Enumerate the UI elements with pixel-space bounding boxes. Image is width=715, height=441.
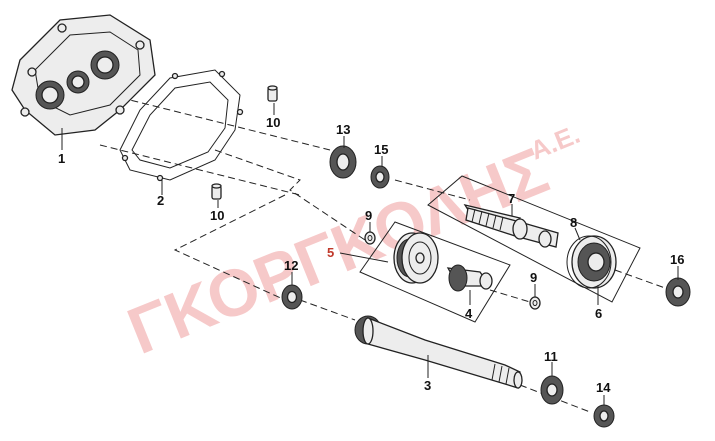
callout-7: 7: [508, 191, 515, 206]
assembly-lines: [99, 94, 666, 413]
washer-upper: [364, 222, 376, 245]
callout-6: 6: [595, 306, 602, 321]
callout-11: 11: [544, 349, 558, 364]
bearing-13: [329, 136, 357, 179]
watermark-suffix: Α.Ε.: [526, 119, 584, 166]
washer-lower: [529, 284, 541, 310]
callout-12: 12: [284, 258, 298, 273]
oil-seal-15: [370, 156, 390, 189]
callout-4: 4: [465, 306, 473, 321]
callout-10-lower: 10: [210, 208, 224, 223]
callout-16: 16: [670, 252, 684, 267]
oil-seal-16: [665, 266, 691, 307]
gasket: [119, 69, 244, 195]
callout-15: 15: [374, 142, 388, 157]
callout-labels: 1 2 3 4 5 6 7 8 9 9 10 10 11 12 13 14 15…: [58, 115, 684, 395]
oil-seal-14: [593, 395, 615, 428]
countershaft-assembly-outline: [427, 175, 641, 303]
callout-5: 5: [327, 245, 334, 260]
callout-13: 13: [336, 122, 350, 137]
driven-gear: [339, 232, 439, 284]
callout-9-upper: 9: [365, 208, 372, 223]
dowel-pin-lower: [211, 183, 222, 208]
countershaft: [463, 204, 559, 248]
gear-8: [566, 227, 617, 289]
crankcase-cover: [11, 14, 156, 150]
main-shaft: [354, 315, 523, 389]
callout-14: 14: [596, 380, 611, 395]
dowel-pin-upper: [267, 85, 278, 115]
bearing-12: [281, 272, 303, 310]
bearing-11: [540, 362, 564, 405]
callout-1: 1: [58, 151, 65, 166]
callout-9-lower: 9: [530, 270, 537, 285]
callout-3: 3: [424, 378, 431, 393]
callout-10-upper: 10: [266, 115, 280, 130]
callout-8: 8: [570, 215, 577, 230]
callout-2: 2: [157, 193, 164, 208]
gear-set-outline: [359, 221, 511, 323]
pinion-gear: [446, 264, 493, 305]
